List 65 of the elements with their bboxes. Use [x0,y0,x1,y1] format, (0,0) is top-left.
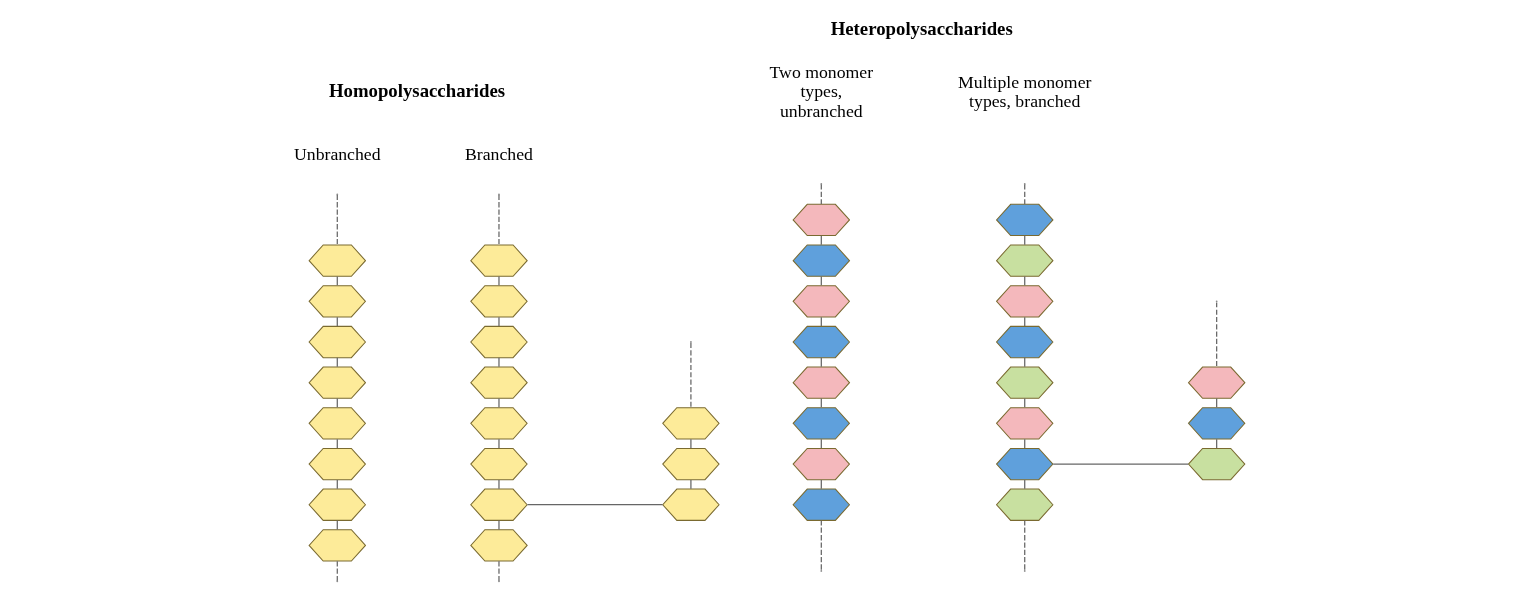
node-hexagon [469,244,528,277]
node-hexagon [469,285,528,318]
node-hexagon [307,325,366,359]
node-hexagon [661,447,720,481]
label: Heteropolysaccharides [830,17,1013,39]
node-hexagon [469,488,528,521]
node-hexagon [791,488,850,521]
connector [689,479,692,490]
node-hexagon [307,407,366,440]
node-hexagon [307,529,366,562]
node-hexagon [307,366,366,399]
connector [497,519,500,531]
node-hexagon [469,447,528,481]
node-hexagon [469,407,528,440]
node-hexagon [791,203,850,237]
node-hexagon [791,407,850,440]
node-hexagon [307,285,366,318]
label: Branched [464,143,533,164]
connector [497,275,500,286]
connector [497,316,500,327]
connector [497,357,500,368]
node-hexagon [661,488,720,521]
connector [820,519,822,571]
connector [689,342,692,409]
node-hexagon [995,366,1054,399]
label: Two monomer types, unbranched [769,61,873,122]
connector [1023,183,1025,205]
connector [497,397,500,408]
node-hexagon [791,447,850,481]
node-hexagon [307,244,366,277]
label: Unbranched [293,143,381,164]
node-hexagon [791,285,850,318]
connector [526,504,663,506]
node-hexagon [995,244,1054,277]
node-hexagon [995,447,1054,481]
node-hexagon [995,488,1054,521]
node-hexagon [307,447,366,481]
node-hexagon [1187,447,1246,481]
connector [1215,301,1217,368]
node-hexagon [791,325,850,359]
connector [336,194,338,246]
node-hexagon [995,285,1054,318]
connector [689,438,692,449]
connector [820,183,822,205]
node-hexagon [791,244,850,277]
node-hexagon [469,325,528,359]
node-hexagon [661,407,720,440]
connector [1023,519,1025,571]
node-hexagon [469,529,528,562]
connector [497,438,500,449]
node-hexagon [791,366,850,399]
connector [1052,463,1189,465]
connector [497,560,500,582]
node-hexagon [995,203,1054,237]
connector [497,194,500,246]
label: Multiple monomer types, branched [957,71,1091,112]
label: Homopolysaccharides [328,79,505,101]
node-hexagon [995,325,1054,359]
node-hexagon [469,366,528,399]
node-hexagon [307,488,366,521]
connector [336,560,338,582]
connector [497,479,500,490]
node-hexagon [995,407,1054,440]
node-hexagon [1187,407,1246,440]
node-hexagon [1187,366,1246,399]
